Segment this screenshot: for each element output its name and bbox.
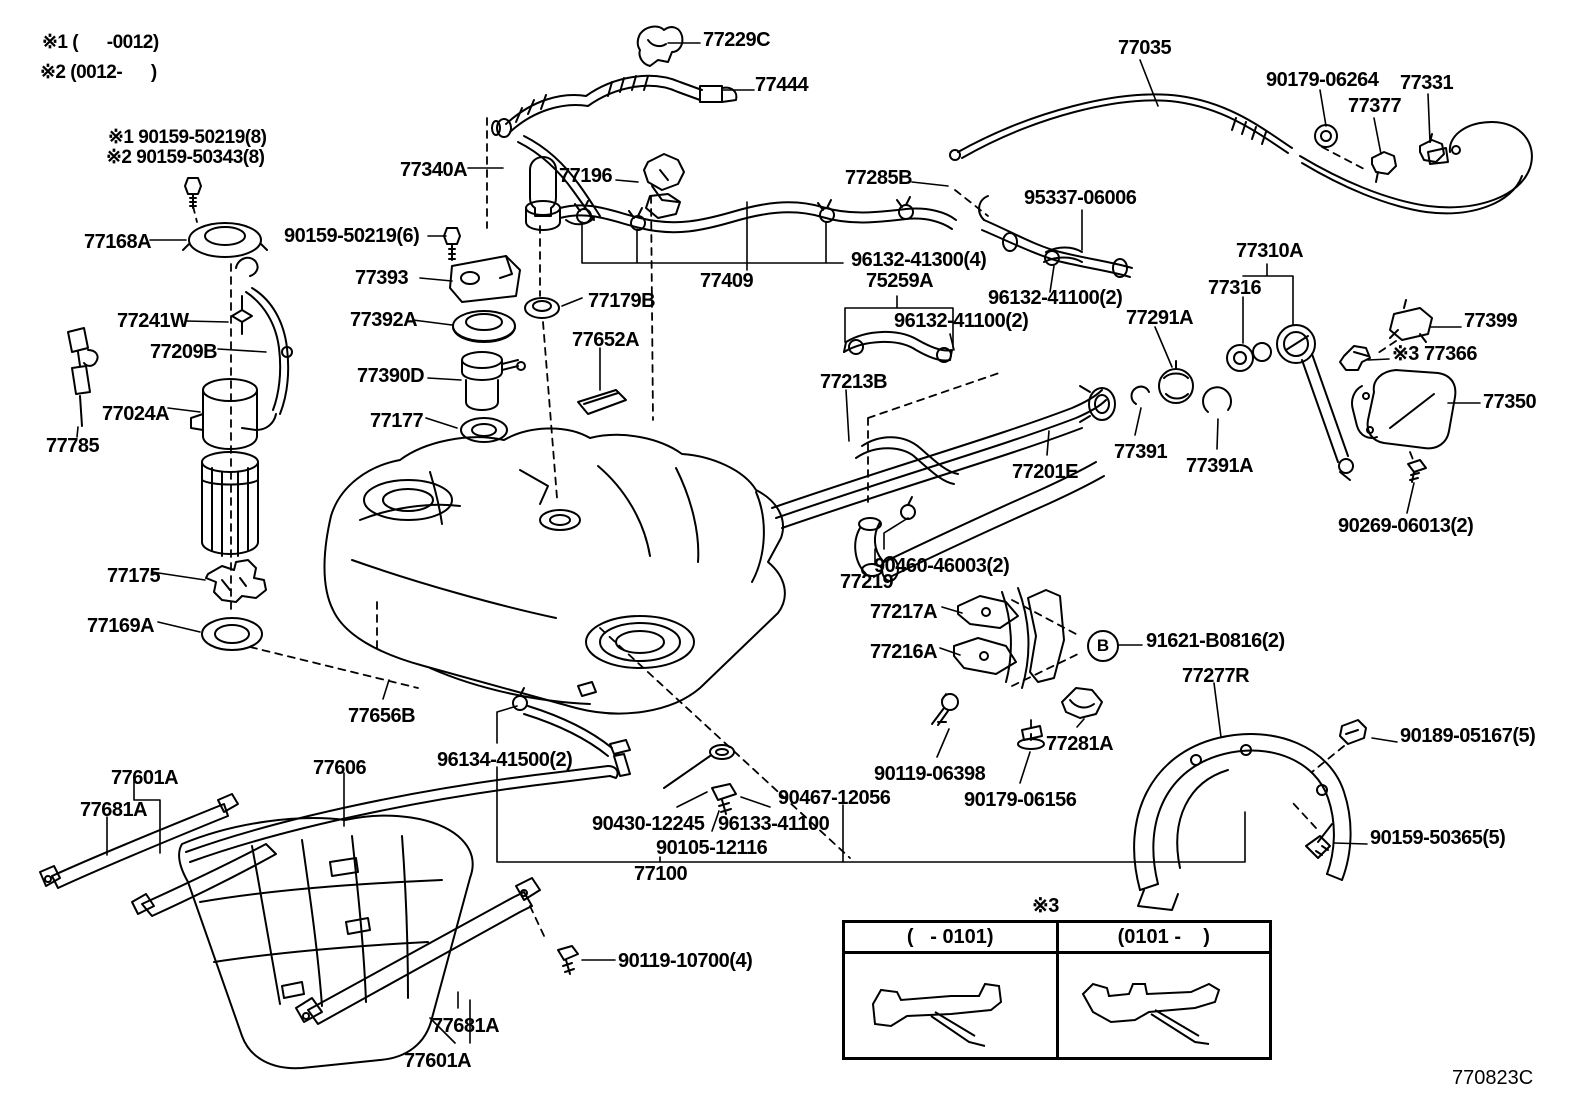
part-label-77310a[interactable]: 77310A: [1236, 240, 1304, 262]
part-label-77168a[interactable]: 77168A: [84, 231, 152, 253]
part-label-77201e[interactable]: 77201E: [1012, 461, 1078, 483]
part-label-75259a[interactable]: 75259A: [866, 270, 934, 292]
part-label-77606[interactable]: 77606: [313, 757, 367, 779]
part-label-91621-b0816-2[interactable]: 91621-B0816(2): [1146, 630, 1285, 652]
part-label-95337-06006[interactable]: 95337-06006: [1024, 187, 1137, 209]
part-label-77216a[interactable]: 77216A: [870, 641, 938, 663]
part-label-77241w[interactable]: 77241W: [117, 310, 189, 332]
part-label-77024a[interactable]: 77024A: [102, 403, 170, 425]
part-label-96134-41500-2[interactable]: 96134-41500(2): [437, 749, 573, 771]
part-label-77177[interactable]: 77177: [370, 410, 424, 432]
variant-table-header: ( - 0101) (0101 - ): [845, 923, 1269, 954]
part-label-90119-10700-4[interactable]: 90119-10700(4): [618, 950, 753, 972]
part-label-77285b[interactable]: 77285B: [845, 167, 913, 189]
part-label-77281a[interactable]: 77281A: [1046, 733, 1114, 755]
part-label-90159-50219-6[interactable]: 90159-50219(6): [284, 225, 420, 247]
part-label-77213b[interactable]: 77213B: [820, 371, 888, 393]
mounting-brackets-drawing: [512, 587, 1103, 815]
part-label-77277r[interactable]: 77277R: [1182, 665, 1250, 687]
part-label-77785[interactable]: 77785: [46, 435, 100, 457]
part-label-77179b[interactable]: 77179B: [588, 290, 656, 312]
part-label-77390d[interactable]: 77390D: [357, 365, 425, 387]
part-label-90430-12245[interactable]: 90430-12245: [592, 813, 705, 835]
part-label-77392a[interactable]: 77392A: [350, 309, 418, 331]
part-label-77652a[interactable]: 77652A: [572, 329, 640, 351]
part-label-77444[interactable]: 77444: [755, 74, 809, 96]
part-label-90179-06264[interactable]: 90179-06264: [1266, 69, 1379, 91]
part-label-77366[interactable]: ※3 77366: [1392, 343, 1478, 365]
part-label-77035[interactable]: 77035: [1118, 37, 1172, 59]
part-label-96133-41100[interactable]: 96133-41100: [718, 813, 830, 835]
part-label-77601a-lower[interactable]: 77601A: [404, 1050, 472, 1072]
part-label-77217a[interactable]: 77217A: [870, 601, 938, 623]
variant-col-early: ( - 0101): [906, 925, 994, 948]
part-label-77100[interactable]: 77100: [634, 863, 688, 885]
part-label-77391[interactable]: 77391: [1114, 441, 1168, 463]
part-label-90467-12056[interactable]: 90467-12056: [778, 787, 891, 809]
part-label-77196[interactable]: 77196: [559, 165, 613, 187]
part-label-77681a-upper[interactable]: 77681A: [80, 799, 148, 821]
part-label-96132-41100-2-upper[interactable]: 96132-41100(2): [988, 287, 1123, 309]
part-label-77229c[interactable]: 77229C: [703, 29, 771, 51]
part-label-90189-05167-5[interactable]: 90189-05167(5): [1400, 725, 1536, 747]
part-label-77169a[interactable]: 77169A: [87, 615, 155, 637]
part-label-90105-12116[interactable]: 90105-12116: [656, 837, 768, 859]
clip-illustration-early: [845, 954, 1056, 1057]
variant-table: ( - 0101) (0101 - ): [842, 920, 1272, 1060]
part-label-77656b[interactable]: 77656B: [348, 705, 416, 727]
part-label-77350[interactable]: 77350: [1483, 391, 1537, 413]
detail-marker-b[interactable]: B: [1087, 630, 1119, 662]
part-label-77409[interactable]: 77409: [700, 270, 754, 292]
part-label-90159-50365-5[interactable]: 90159-50365(5): [1370, 827, 1506, 849]
drawing-code: 770823C: [1452, 1067, 1534, 1089]
filler-pipe-assembly-drawing: [771, 299, 1457, 582]
table-marker: ※3: [1032, 895, 1059, 917]
tank-straps-drawing: [39, 681, 619, 1025]
part-label-96132-41300-4[interactable]: 96132-41300(4): [851, 249, 987, 271]
part-label-77316[interactable]: 77316: [1208, 277, 1262, 299]
applicability-note-1: ※1 ( -0012): [42, 32, 159, 53]
part-label-77291a[interactable]: 77291A: [1126, 307, 1194, 329]
part-label-77175[interactable]: 77175: [107, 565, 161, 587]
part-label-77681a-lower[interactable]: 77681A: [432, 1015, 500, 1037]
part-label-77340a[interactable]: 77340A: [400, 159, 468, 181]
part-label-90269-06013-2[interactable]: 90269-06013(2): [1338, 515, 1474, 537]
fuel-hoses-drawing: [559, 195, 1194, 577]
clip-illustration-late: [1056, 954, 1269, 1057]
part-label-90119-06398[interactable]: 90119-06398: [874, 763, 986, 785]
part-label-90179-06156[interactable]: 90179-06156: [964, 789, 1077, 811]
release-cable-drawing: [949, 93, 1533, 215]
part-label-77219[interactable]: 77219: [840, 571, 894, 593]
variant-col-late: (0101 - ): [1055, 923, 1270, 951]
part-label-77209b[interactable]: 77209B: [150, 341, 218, 363]
part-label-77399[interactable]: 77399: [1464, 310, 1518, 332]
applicability-note-2: ※2 (0012- ): [40, 62, 157, 83]
heat-shield-drawing: [178, 814, 474, 1070]
part-label-77393[interactable]: 77393: [355, 267, 409, 289]
part-label-96132-41100-2-lower[interactable]: 96132-41100(2): [894, 310, 1029, 332]
part-label-90460-46003-2[interactable]: 90460-46003(2): [874, 555, 1010, 577]
part-label-77601a-upper[interactable]: 77601A: [111, 767, 179, 789]
top-hose-assembly-drawing: [491, 25, 738, 226]
bolt-variant-note-2: ※2 90159-50343(8): [106, 147, 265, 168]
part-label-77377[interactable]: 77377: [1348, 95, 1402, 117]
part-label-77391a[interactable]: 77391A: [1186, 455, 1254, 477]
tank-fittings-drawing: [443, 156, 627, 443]
fuel-tank-drawing: [323, 427, 786, 715]
part-label-77331[interactable]: 77331: [1400, 72, 1454, 94]
dashed-lines: [192, 117, 1415, 939]
fuel-pump-assembly-drawing: [67, 177, 293, 651]
bolt-variant-note-1: ※1 90159-50219(8): [108, 127, 267, 148]
fender-liner-drawing: [1133, 719, 1367, 911]
